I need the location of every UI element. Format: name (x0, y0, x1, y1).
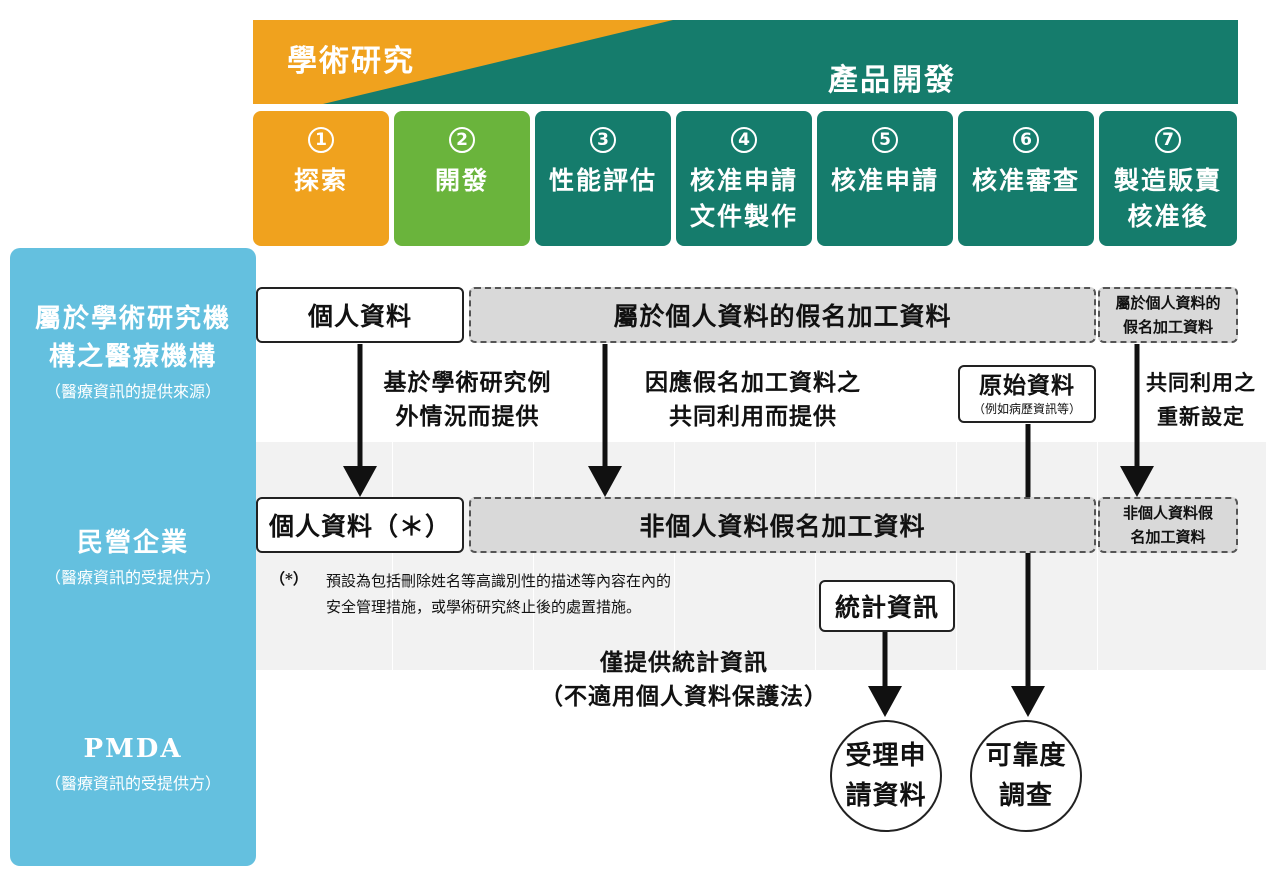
stage-label: 製造販賣 核准後 (1113, 166, 1222, 231)
pseudonymized-personal-data-box: 屬於個人資料的假名加工資料 (469, 287, 1096, 343)
column-divider (956, 442, 957, 670)
application-materials-circle: 受理申 請資料 (830, 720, 942, 832)
stage-5-application: 5 核准申請 (817, 111, 953, 246)
stage-number: 1 (308, 127, 334, 153)
stage-number: 7 (1155, 127, 1181, 153)
row-title: 民營企業 (76, 528, 189, 558)
stage-number: 6 (1013, 127, 1039, 153)
column-divider (533, 442, 534, 670)
stage-3-performance: 3 性能評估 (535, 111, 671, 246)
column-divider (1097, 442, 1098, 670)
statistics-box: 統計資訊 (819, 580, 955, 632)
non-personal-pseudonymized-data-box: 非個人資料假名加工資料 (469, 497, 1096, 553)
column-divider (815, 442, 816, 670)
stage-label: 核准審查 (971, 166, 1080, 195)
personal-data-star-box: 個人資料（＊） (256, 497, 464, 553)
stage-label: 探索 (293, 166, 348, 195)
stage-1-exploration: 1 探索 (253, 111, 389, 246)
original-data-title: 原始資料 (979, 371, 1075, 399)
product-development-label: 產品開發 (828, 63, 956, 98)
stage-label: 核准申請 文件製作 (689, 166, 798, 231)
stage-number: 5 (872, 127, 898, 153)
stage-number: 2 (449, 127, 475, 153)
original-data-box: 原始資料 （例如病歷資訊等） (958, 365, 1096, 423)
row-academic-institution: 屬於學術研究機 構之醫療機構 （醫療資訊的提供來源） (10, 300, 256, 402)
row-title: 屬於學術研究機 構之醫療機構 (34, 304, 231, 372)
row-subtitle: （醫療資訊的受提供方） (44, 568, 221, 587)
column-divider (674, 442, 675, 670)
stage-number: 3 (590, 127, 616, 153)
row-sidebar (10, 248, 256, 866)
row-private-company: 民營企業 （醫療資訊的受提供方） (10, 524, 256, 588)
footnote-mark: （*） (270, 570, 308, 588)
stage-7-post-approval: 7 製造販賣 核准後 (1099, 111, 1237, 246)
academic-research-label: 學術研究 (287, 44, 415, 79)
stage-label: 開發 (434, 166, 489, 195)
original-data-example: （例如病歷資訊等） (972, 401, 1081, 416)
stage-6-review: 6 核准審查 (958, 111, 1094, 246)
stage-label: 核准申請 (830, 166, 939, 195)
reset-joint-use-note: 共同利用之 重新設定 (1146, 370, 1256, 429)
column-divider (392, 442, 393, 670)
reliability-survey-circle: 可靠度 調查 (970, 720, 1082, 832)
pseudonymized-personal-data-small-box: 屬於個人資料的 假名加工資料 (1098, 287, 1238, 343)
personal-data-box: 個人資料 (256, 287, 464, 343)
joint-use-note: 因應假名加工資料之 共同利用而提供 (645, 369, 861, 430)
stage-2-development: 2 開發 (394, 111, 530, 246)
stage-4-documents: 4 核准申請 文件製作 (676, 111, 812, 246)
row-subtitle: （醫療資訊的受提供方） (44, 774, 221, 793)
row-pmda: PMDA （醫療資訊的受提供方） (10, 730, 256, 794)
row-title: PMDA (83, 734, 183, 764)
footnote-text: 預設為包括刪除姓名等高識別性的描述等內容在內的 安全管理措施，或學術研究終止後的… (326, 572, 672, 616)
non-personal-pseudonymized-data-small-box: 非個人資料假 名加工資料 (1098, 497, 1238, 553)
stage-label: 性能評估 (548, 166, 657, 195)
statistics-only-note: 僅提供統計資訊 （不適用個人資料保護法） (540, 649, 828, 710)
stage-number: 4 (731, 127, 757, 153)
row-subtitle: （醫療資訊的提供來源） (44, 382, 221, 401)
phase-banner (253, 20, 1238, 104)
academic-exception-note: 基於學術研究例 外情況而提供 (383, 369, 552, 430)
